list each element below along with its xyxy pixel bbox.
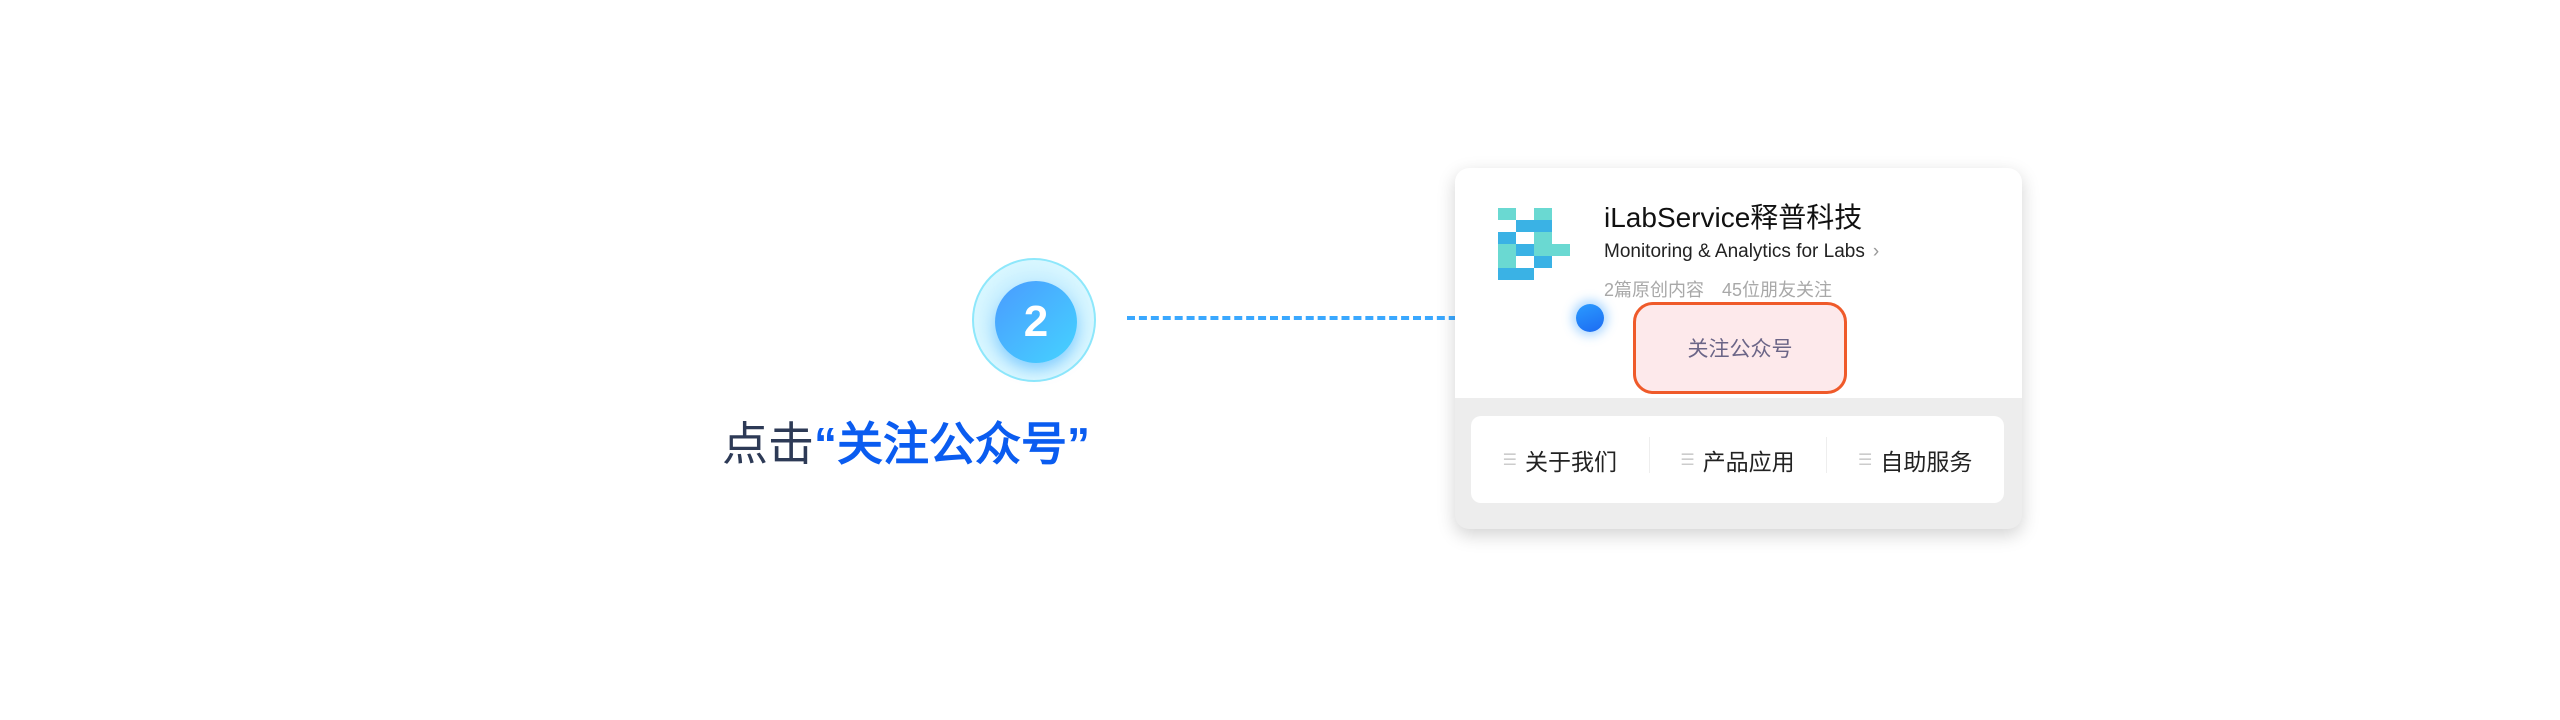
- menu-item-label: 产品应用: [1702, 448, 1795, 475]
- menu-item-products[interactable]: ☰ 产品应用: [1648, 436, 1827, 477]
- account-name: iLabService释普科技: [1604, 202, 1863, 233]
- menu-lines-icon: ☰: [1502, 451, 1517, 469]
- connector-dot: [1576, 304, 1604, 332]
- step-instruction: 点击“关注公众号”: [722, 408, 1090, 474]
- follow-account-button[interactable]: 关注公众号: [1633, 302, 1847, 394]
- official-account-card: iLabService释普科技 Monitoring & Analytics f…: [1455, 168, 2022, 529]
- followers-count: 45位朋友关注: [1722, 280, 1833, 300]
- menu-lines-icon: ☰: [1680, 451, 1695, 469]
- menu-item-label: 自助服务: [1880, 448, 1973, 475]
- account-logo-icon: [1498, 208, 1570, 280]
- instruction-prefix: 点击: [722, 418, 814, 470]
- instruction-highlight: “关注公众号”: [814, 418, 1090, 470]
- step-number: 2: [995, 281, 1077, 363]
- connector-dashed-line: [1127, 316, 1564, 320]
- chevron-right-icon: ›: [1872, 241, 1880, 262]
- account-menu: ☰ 关于我们 ☰ 产品应用 ☰ 自助服务: [1471, 416, 2004, 503]
- account-tagline-link[interactable]: Monitoring & Analytics for Labs ›: [1604, 241, 1879, 263]
- step-badge: 2: [972, 258, 1096, 382]
- menu-item-about-us[interactable]: ☰ 关于我们: [1471, 443, 1649, 477]
- menu-item-label: 关于我们: [1525, 448, 1617, 475]
- menu-item-self-service[interactable]: ☰ 自助服务: [1826, 436, 2004, 477]
- menu-lines-icon: ☰: [1858, 451, 1873, 469]
- account-stats: 2篇原创内容 45位朋友关注: [1604, 276, 1832, 302]
- account-tagline: Monitoring & Analytics for Labs: [1604, 241, 1865, 262]
- original-posts-count: 2篇原创内容: [1604, 280, 1705, 300]
- account-header: iLabService释普科技 Monitoring & Analytics f…: [1455, 168, 2022, 398]
